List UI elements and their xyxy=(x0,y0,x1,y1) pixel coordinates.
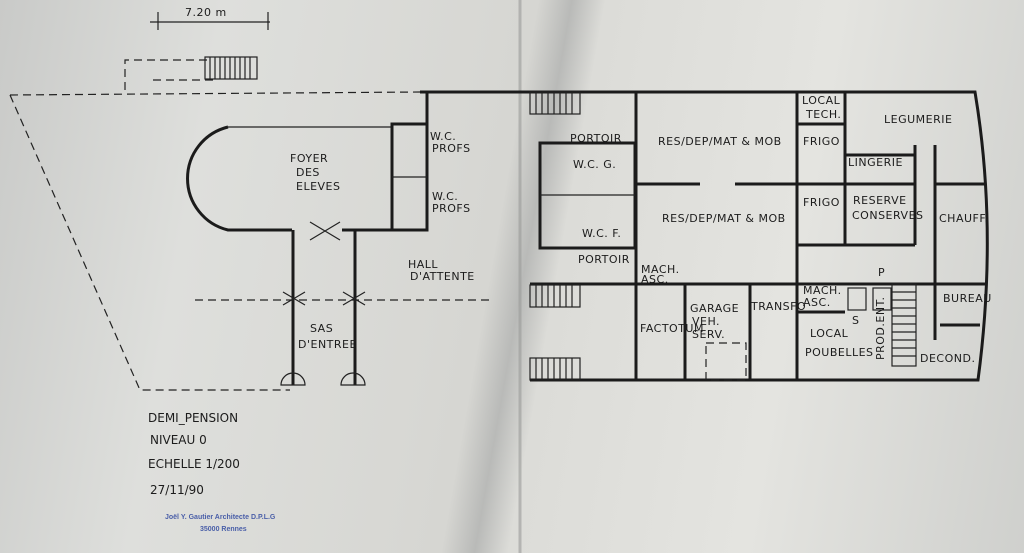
label-chauff: CHAUFF. xyxy=(939,212,988,225)
label-prod-ent: PROD.ENT. xyxy=(874,297,887,361)
label-reserve-1: RESERVE xyxy=(853,194,907,207)
title-line-1: DEMI_PENSION xyxy=(148,411,238,425)
label-garage-2: VEH. xyxy=(692,315,720,328)
label-local-poubelles-2: POUBELLES xyxy=(805,346,874,359)
label-local-poubelles-1: LOCAL xyxy=(810,327,849,340)
label-hall-2: D'ATTENTE xyxy=(410,270,475,283)
label-wc-profs-2b: PROFS xyxy=(432,202,471,215)
label-factotum: FACTOTUM xyxy=(640,322,704,335)
label-portoir-1: PORTOIR xyxy=(570,132,622,145)
title-line-2: NIVEAU 0 xyxy=(150,433,207,447)
dimension-label: 7.20 m xyxy=(185,6,227,19)
label-legumerie: LEGUMERIE xyxy=(884,113,952,126)
label-decond: DECOND. xyxy=(920,352,975,365)
label-reserve-2: CONSERVES xyxy=(852,209,924,222)
label-wcf: W.C. F. xyxy=(582,227,621,240)
label-garage-3: SERV. xyxy=(692,328,725,341)
label-p: P xyxy=(878,266,885,279)
left-site-outline xyxy=(9,59,421,391)
dimension-line: 7.20 m xyxy=(150,6,270,30)
label-foyer-1: FOYER xyxy=(290,152,328,165)
room-labels: FOYER DES ELEVES W.C. PROFS W.C. PROFS H… xyxy=(290,94,992,365)
label-frigo-1: FRIGO xyxy=(803,135,840,148)
title-line-4: 27/11/90 xyxy=(150,483,204,497)
label-foyer-2: DES xyxy=(296,166,320,179)
title-block: DEMI_PENSION NIVEAU 0 ECHELLE 1/200 27/1… xyxy=(148,411,276,533)
label-frigo-2: FRIGO xyxy=(803,196,840,209)
title-line-3: ECHELLE 1/200 xyxy=(148,457,240,471)
label-hall-1: HALL xyxy=(408,258,438,271)
stair-top xyxy=(204,56,258,80)
label-transfo: TRANSFO xyxy=(750,300,806,313)
architect-stamp-2: 35000 Rennes xyxy=(200,526,247,533)
label-sas-2: D'ENTREE xyxy=(298,338,357,351)
label-lingerie: LINGERIE xyxy=(848,156,903,169)
label-foyer-3: ELEVES xyxy=(296,180,341,193)
label-res-1: RES/DEP/MAT & MOB xyxy=(658,135,782,148)
label-s: S xyxy=(852,314,859,327)
label-bureau: BUREAU xyxy=(943,292,992,305)
label-local-tech-1: LOCAL xyxy=(802,94,841,107)
label-mach-asc-1b: ASC. xyxy=(641,273,669,286)
label-wc-profs-1b: PROFS xyxy=(432,142,471,155)
label-portoir-2: PORTOIR xyxy=(578,253,630,266)
label-local-tech-2: TECH. xyxy=(805,108,841,121)
label-garage-1: GARAGE xyxy=(690,302,739,315)
label-res-2: RES/DEP/MAT & MOB xyxy=(662,212,786,225)
foyer-walls xyxy=(186,92,490,386)
label-wc-profs-2a: W.C. xyxy=(432,190,458,203)
label-mach-asc-1a: MACH. xyxy=(641,263,680,276)
label-mach-asc-2b: ASC. xyxy=(803,296,831,309)
label-wcg: W.C. G. xyxy=(573,158,616,171)
right-building-walls xyxy=(420,90,989,382)
architect-stamp-1: Joël Y. Gautier Architecte D.P.L.G xyxy=(165,514,276,521)
label-mach-asc-2a: MACH. xyxy=(803,284,842,297)
label-wc-profs-1a: W.C. xyxy=(430,130,456,143)
label-sas-1: SAS xyxy=(310,322,333,335)
